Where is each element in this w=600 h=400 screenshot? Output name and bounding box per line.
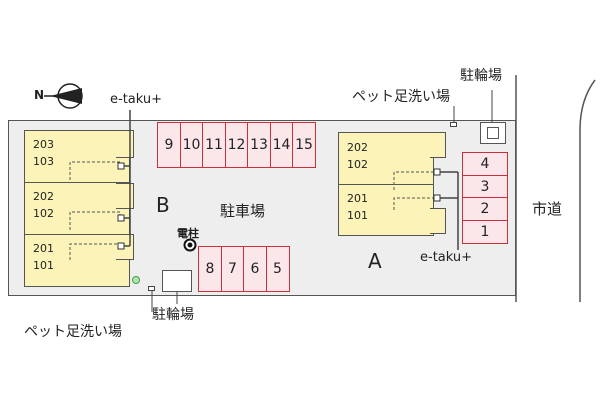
pet-wash-label-top: ペット足洗い場 — [352, 89, 450, 105]
pole-label: 電柱 — [177, 227, 199, 240]
e-taku-label-right: e-taku+ — [420, 250, 473, 265]
parking-spot-6: 6 — [243, 246, 267, 292]
pointer-line-top — [453, 90, 493, 122]
road-label: 市道 — [532, 200, 563, 218]
pet-wash-label-bottom: ペット足洗い場 — [24, 324, 122, 340]
tree-icon — [132, 276, 140, 284]
parking-spot-12: 12 — [224, 122, 249, 168]
bike-parking-label-top: 駐輪場 — [460, 68, 502, 84]
building-a-bay-2 — [430, 208, 446, 234]
parking-spot-10: 10 — [179, 122, 204, 168]
parking-spot-4: 4 — [462, 152, 508, 176]
unit-101: 101 — [33, 259, 54, 272]
pointer-line-bottom — [151, 290, 178, 312]
utility-pole-icon — [183, 238, 197, 252]
parking-spot-7: 7 — [220, 246, 245, 292]
parking-spot-1: 1 — [462, 219, 508, 244]
parking-spot-5: 5 — [265, 246, 290, 292]
unit-202: 202 — [33, 190, 54, 203]
parking-spot-3: 3 — [462, 174, 508, 199]
bike-parking-label-bottom: 駐輪場 — [152, 307, 194, 323]
parking-row-top: 9 10 11 12 13 14 15 — [157, 122, 316, 168]
pet-wash-station-top — [450, 122, 457, 127]
compass-north-label: N — [34, 88, 45, 102]
unit-a-202: 202 — [347, 141, 368, 154]
compass: N — [34, 82, 84, 110]
e-taku-label-left: e-taku+ — [110, 92, 163, 107]
unit-a-102: 102 — [347, 158, 368, 171]
building-b — [24, 130, 130, 287]
parking-column-right: 4 3 2 1 — [462, 152, 508, 244]
parking-spot-13: 13 — [247, 122, 271, 168]
unit-a-101: 101 — [347, 209, 368, 222]
parking-spot-8: 8 — [198, 246, 222, 292]
bike-parking-bottom — [162, 270, 192, 292]
parking-spot-11: 11 — [202, 122, 226, 168]
north-arrow-icon — [44, 83, 83, 109]
building-a-bay-1 — [430, 132, 446, 158]
building-a — [338, 132, 434, 236]
unit-102: 102 — [33, 207, 54, 220]
unit-201: 201 — [33, 242, 54, 255]
e-taku-wiring-a — [393, 168, 459, 250]
parking-row-bottom: 8 7 6 5 — [198, 246, 290, 292]
parking-spot-2: 2 — [462, 197, 508, 221]
building-b-label: B — [156, 193, 170, 217]
parking-spot-14: 14 — [269, 122, 294, 168]
building-a-label: A — [368, 249, 382, 273]
unit-a-201: 201 — [347, 192, 368, 205]
parking-spot-15: 15 — [292, 122, 316, 168]
parking-label: 駐車場 — [220, 202, 266, 220]
parking-spot-9: 9 — [157, 122, 181, 168]
e-taku-wiring-b — [69, 110, 131, 260]
unit-103: 103 — [33, 155, 54, 168]
road-lines — [515, 75, 596, 302]
unit-203: 203 — [33, 138, 54, 151]
bike-parking-top — [480, 122, 506, 144]
